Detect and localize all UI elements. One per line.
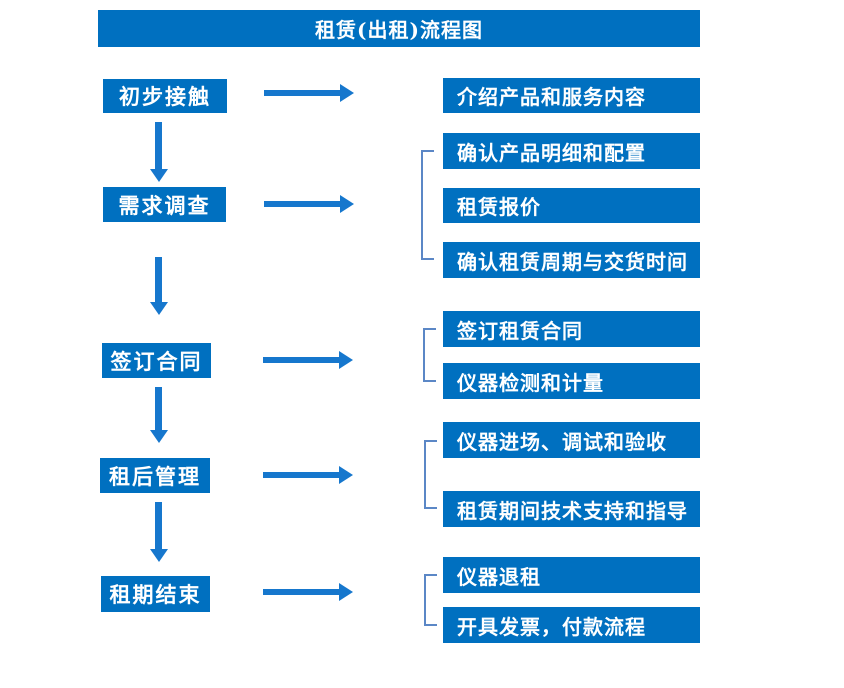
arrow-right-icon bbox=[263, 466, 353, 484]
arrow-down-icon bbox=[149, 502, 168, 562]
step-box-initial-contact: 初步接触 bbox=[103, 79, 227, 113]
arrow-right-icon bbox=[264, 84, 354, 102]
arrow-down-icon bbox=[149, 387, 168, 443]
step-box-sign-contract: 签订合同 bbox=[102, 343, 211, 378]
detail-box: 仪器进场、调试和验收 bbox=[443, 422, 700, 458]
bracket-connector bbox=[421, 150, 434, 260]
detail-box: 确认产品明细和配置 bbox=[443, 133, 700, 169]
detail-box: 确认租赁周期与交货时间 bbox=[443, 242, 700, 278]
detail-box: 仪器检测和计量 bbox=[443, 363, 700, 399]
flowchart-title: 租赁(出租)流程图 bbox=[98, 10, 700, 47]
bracket-connector bbox=[424, 574, 437, 626]
step-box-demand-survey: 需求调查 bbox=[103, 187, 226, 222]
arrow-down-icon bbox=[149, 257, 168, 315]
arrow-right-icon bbox=[264, 195, 354, 213]
arrow-right-icon bbox=[263, 583, 353, 601]
detail-box: 签订租赁合同 bbox=[443, 311, 700, 347]
bracket-connector bbox=[423, 328, 436, 382]
detail-box: 介绍产品和服务内容 bbox=[443, 78, 700, 113]
arrow-right-icon bbox=[263, 351, 353, 369]
step-box-rental-end: 租期结束 bbox=[101, 576, 210, 612]
detail-box: 租赁报价 bbox=[443, 188, 700, 223]
detail-box: 仪器退租 bbox=[443, 557, 700, 593]
detail-box: 租赁期间技术支持和指导 bbox=[443, 491, 700, 527]
step-box-post-rental-management: 租后管理 bbox=[100, 458, 210, 493]
arrow-down-icon bbox=[149, 122, 168, 182]
detail-box: 开具发票，付款流程 bbox=[443, 607, 700, 643]
bracket-connector bbox=[424, 440, 437, 509]
